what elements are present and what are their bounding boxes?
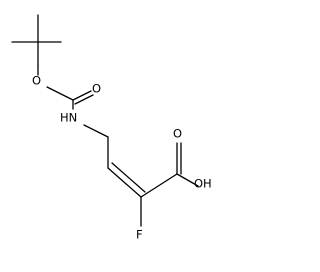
bond-nh-to-ch2 bbox=[83, 124, 109, 138]
bond-alkene-b bbox=[111, 162, 146, 193]
bond-carbonyl-double-b bbox=[74, 94, 94, 105]
atom-f: F bbox=[136, 228, 143, 242]
bond-carbonyl-double-a bbox=[72, 90, 92, 101]
bond-alkene-a bbox=[107, 167, 142, 198]
bond-o-ester-to-carbonyl bbox=[46, 86, 74, 101]
atom-o-carbonyl: O bbox=[92, 82, 101, 96]
atom-nh: HN bbox=[60, 111, 77, 125]
bond-acid-to-oh bbox=[176, 173, 199, 187]
atom-oh: OH bbox=[194, 177, 212, 191]
atom-o-acid: O bbox=[173, 127, 182, 141]
bond-to-acid-carbon bbox=[140, 173, 178, 198]
atom-o-ester: O bbox=[32, 74, 41, 88]
structure-diagram: O O HN O OH F bbox=[11, 14, 212, 242]
